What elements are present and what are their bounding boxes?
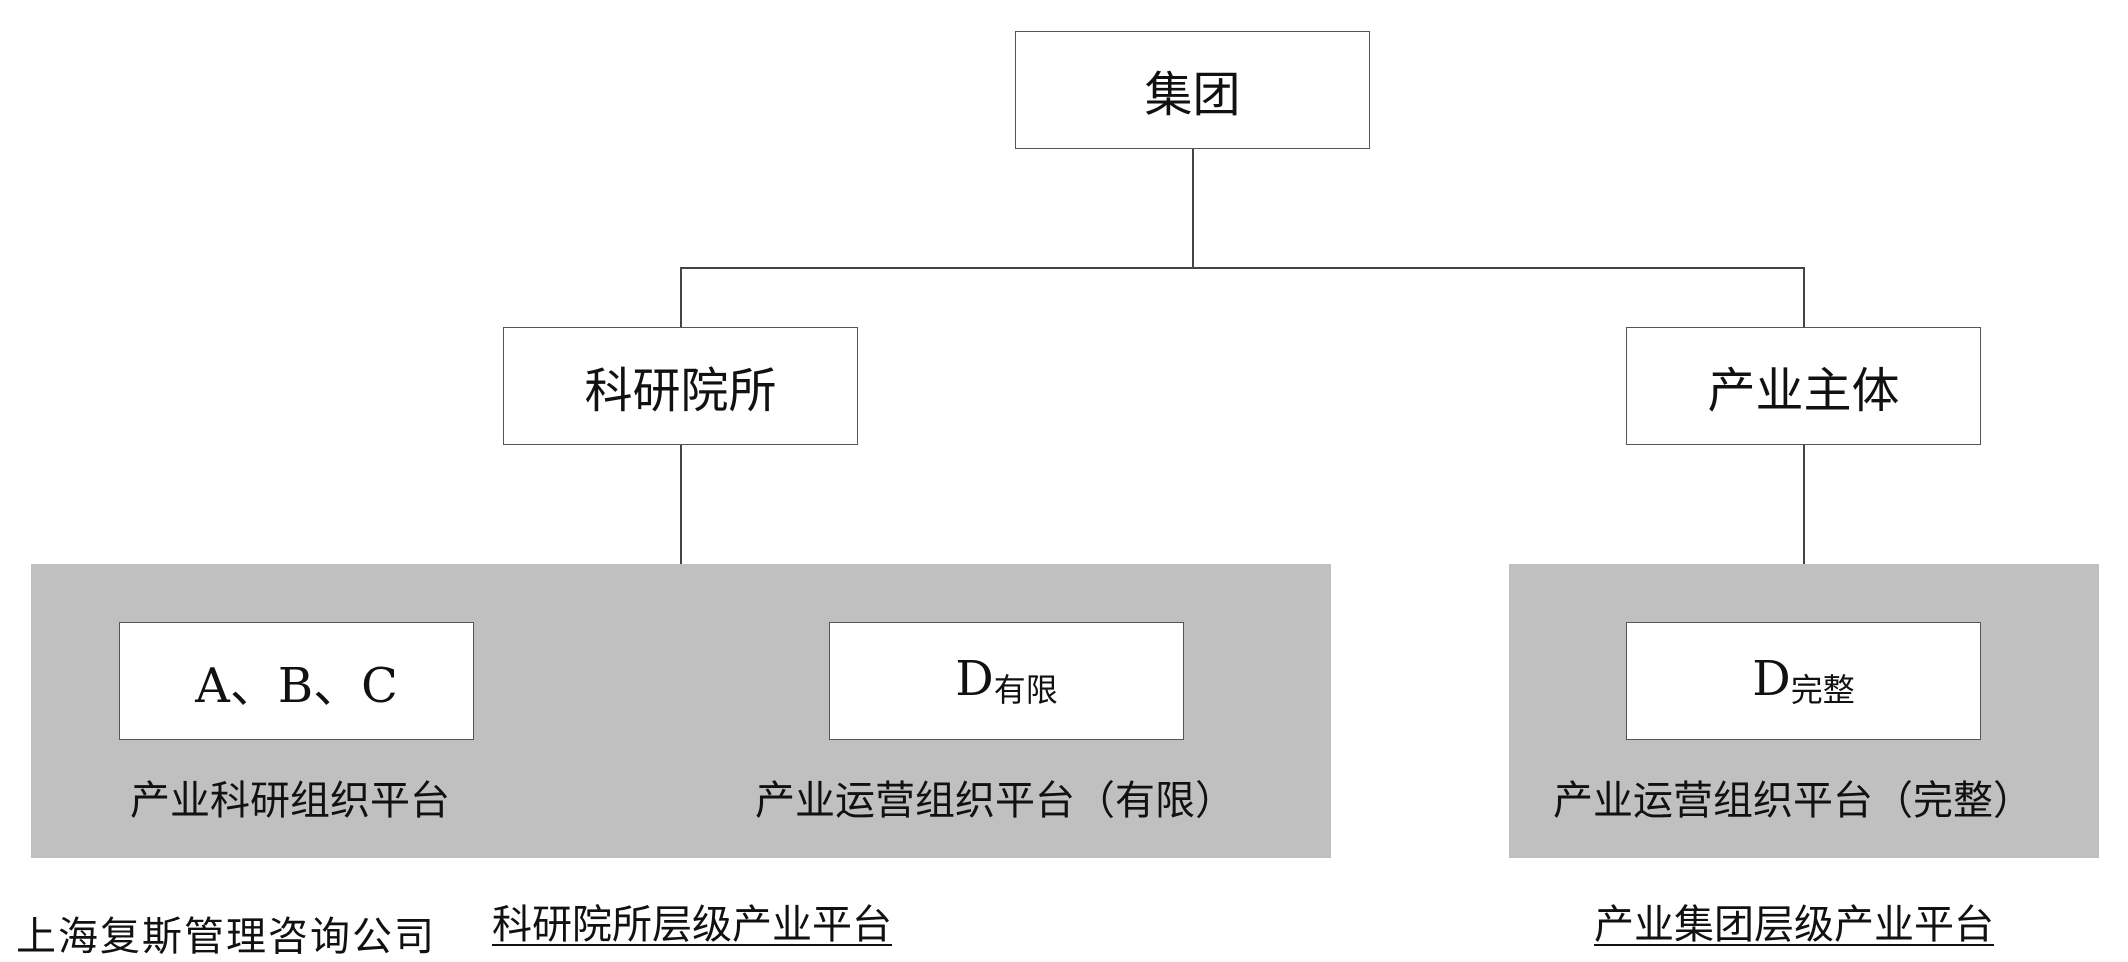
abc-platform-caption: 产业科研组织平台 — [130, 778, 450, 824]
d-limited-node: D有限 — [829, 622, 1184, 740]
group-node: 集团 — [1015, 31, 1370, 149]
group-level-label: 产业集团层级产业平台 — [1594, 902, 1994, 948]
industry-entity-label: 产业主体 — [1707, 363, 1900, 419]
d-limited-platform-caption: 产业运营组织平台（有限） — [755, 778, 1235, 824]
connector-right-branch — [1803, 267, 1805, 327]
connector-root-down — [1192, 149, 1194, 268]
d-limited-sub: 有限 — [993, 671, 1058, 709]
connector-industry-down — [1803, 444, 1805, 564]
d-limited-main: D — [955, 651, 994, 707]
d-full-main: D — [1752, 651, 1791, 707]
company-watermark: 上海复斯管理咨询公司 — [16, 914, 436, 960]
d-full-node: D完整 — [1626, 622, 1981, 740]
d-full-platform-caption: 产业运营组织平台（完整） — [1553, 778, 2033, 824]
connector-institute-down — [680, 444, 682, 564]
d-limited-node-label: D有限 — [955, 651, 1058, 711]
group-node-label: 集团 — [1144, 67, 1241, 123]
d-full-sub: 完整 — [1790, 671, 1855, 709]
institute-level-label: 科研院所层级产业平台 — [492, 902, 892, 948]
research-institute-node: 科研院所 — [503, 327, 858, 445]
industry-entity-node: 产业主体 — [1626, 327, 1981, 445]
d-full-node-label: D完整 — [1752, 651, 1855, 711]
abc-node-label: A、B、C — [195, 658, 398, 714]
research-institute-label: 科研院所 — [584, 363, 777, 419]
connector-horizontal — [680, 267, 1805, 269]
connector-left-branch — [680, 267, 682, 327]
abc-node: A、B、C — [119, 622, 474, 740]
